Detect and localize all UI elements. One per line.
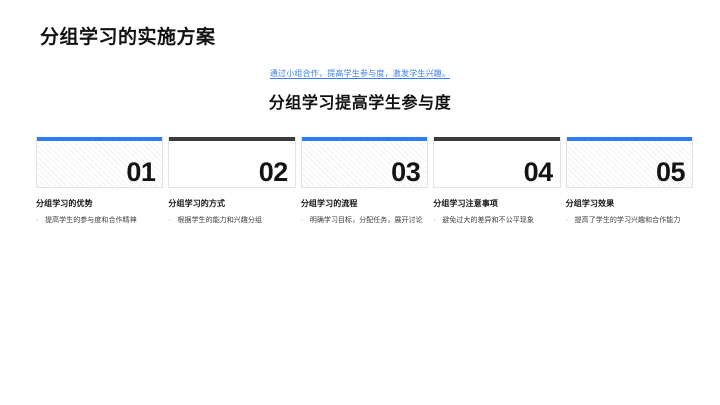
column-bullets: · 明确学习目标，分配任务，展开讨论 [301, 216, 428, 227]
number-card-04[interactable]: 04 [433, 137, 561, 188]
list-item: · 提高学生的参与度和合作精神 [36, 216, 163, 227]
card-accent-bar [169, 137, 295, 141]
column-title: 分组学习的优势 [36, 199, 93, 208]
card-accent-bar [566, 137, 693, 141]
card-number: 05 [655, 157, 686, 187]
column-02: 02 分组学习的方式 · 根据学生的能力和兴趣分组 [168, 137, 296, 227]
number-card-02[interactable]: 02 [168, 137, 296, 188]
list-item: · 根据学生的能力和兴趣分组 [168, 216, 295, 227]
column-title: 分组学习效果 [565, 199, 615, 208]
list-item-text: 避免过大的差异和不公平现象 [442, 217, 534, 225]
card-number: 01 [126, 157, 156, 187]
number-card-05[interactable]: 05 [565, 137, 694, 188]
card-number: 02 [258, 157, 289, 187]
column-title: 分组学习的流程 [300, 199, 358, 208]
list-item-text: 明确学习目标，分配任务，展开讨论 [309, 217, 423, 225]
bullet-dot-icon: · [300, 217, 304, 225]
list-item: · 明确学习目标，分配任务，展开讨论 [301, 216, 428, 227]
list-item: · 避免过大的差异和不公平现象 [433, 216, 560, 227]
column-bullets: · 提高学生的参与度和合作精神 [36, 216, 163, 227]
column-05: 05 分组学习效果 · 提高了学生的学习兴趣和合作能力 [565, 137, 694, 227]
bullet-dot-icon: · [168, 217, 171, 225]
card-number: 03 [391, 157, 421, 187]
column-03: 03 分组学习的流程 · 明确学习目标，分配任务，展开讨论 [300, 137, 429, 227]
card-accent-bar [37, 137, 163, 141]
column-title: 分组学习的方式 [168, 199, 226, 208]
column-04: 04 分组学习注意事项 · 避免过大的差异和不公平现象 [433, 137, 561, 227]
numbered-cards-row: 01 分组学习的优势 · 提高学生的参与度和合作精神 02 分组学习的方式 · … [36, 137, 694, 227]
list-item-text: 提高了学生的学习兴趣和合作能力 [574, 217, 681, 225]
bullet-dot-icon: · [565, 217, 569, 225]
card-accent-bar [301, 137, 428, 141]
column-01: 01 分组学习的优势 · 提高学生的参与度和合作精神 [36, 137, 164, 227]
card-accent-bar [434, 137, 560, 141]
column-bullets: · 根据学生的能力和兴趣分组 [168, 216, 295, 227]
number-card-01[interactable]: 01 [36, 137, 164, 188]
slide-kicker-link[interactable]: 通过小组合作，提高学生参与度，激发学生兴趣。 [269, 69, 451, 78]
bullet-dot-icon: · [36, 217, 39, 225]
column-bullets: · 提高了学生的学习兴趣和合作能力 [566, 216, 693, 227]
bullet-dot-icon: · [433, 217, 436, 225]
column-title: 分组学习注意事项 [433, 199, 499, 208]
slide-headline: 分组学习提高学生参与度 [268, 95, 452, 112]
list-item-text: 提高学生的参与度和合作精神 [45, 217, 137, 225]
list-item-text: 根据学生的能力和兴趣分组 [177, 217, 263, 225]
card-number: 04 [523, 157, 554, 187]
page-title: 分组学习的实施方案 [40, 27, 216, 48]
list-item: · 提高了学生的学习兴趣和合作能力 [566, 216, 693, 227]
number-card-03[interactable]: 03 [300, 137, 429, 188]
column-bullets: · 避免过大的差异和不公平现象 [433, 216, 560, 227]
